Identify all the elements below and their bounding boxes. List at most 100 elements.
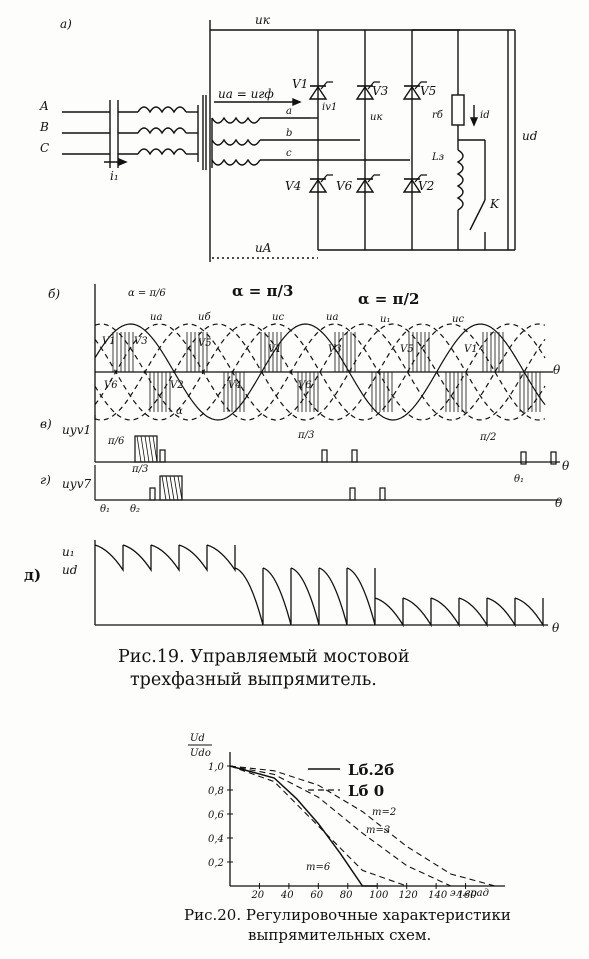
waveform-plot — [94, 284, 553, 421]
panel-a-tag: а) — [60, 17, 72, 31]
ud-label: ud — [62, 563, 78, 577]
thyristor-body — [355, 178, 375, 193]
x-axis-unit: эл.град — [450, 888, 489, 899]
input-current-label: i₁ — [110, 169, 119, 183]
characteristic-curve — [229, 765, 496, 887]
phase-label-b: B — [39, 120, 49, 134]
phase-label-3: uc — [272, 312, 284, 323]
pulse-block — [159, 475, 183, 501]
y-tick-label: 0,8 — [208, 786, 224, 797]
theta-d-label: θ — [552, 621, 560, 635]
panel-d-tag: д) — [24, 566, 41, 584]
thyristor-gate — [414, 174, 427, 183]
characteristic-curve — [229, 765, 378, 887]
x-tick-label: 160 — [458, 890, 478, 901]
phase-curve — [94, 323, 546, 421]
legend-dash-label: Lб 0 — [348, 782, 384, 800]
pulse-top-4: V1 — [268, 344, 282, 355]
pi2-label-v: π/2 — [479, 432, 496, 443]
thyristor-body — [402, 178, 422, 193]
thyristor-label-v3: V3 — [372, 84, 389, 98]
pulse-hatch — [161, 475, 167, 501]
thyristor-gate — [320, 81, 333, 90]
curve-label-m6: m=6 — [306, 862, 331, 873]
pulse-hatch — [152, 435, 158, 463]
pi6-label: π/6 — [107, 436, 125, 447]
thyristor-gate — [367, 174, 380, 183]
x-tick-label: 120 — [399, 890, 419, 901]
pulse-train-v — [94, 415, 560, 465]
u-k-label: uк — [255, 13, 271, 27]
x-tick-label: 100 — [369, 890, 389, 901]
gate-pulse — [159, 449, 166, 463]
switch-label: K — [489, 197, 500, 211]
gate-pulse — [550, 451, 557, 465]
legend-solid-label: Lб.2б — [348, 761, 394, 779]
phase-voltage-label: ua = uгф — [218, 87, 274, 101]
wire-c-label: c — [286, 148, 292, 159]
pi3-label-g: π/3 — [131, 464, 148, 475]
fig19-caption-line2: трехфазный выпрямитель. — [130, 670, 377, 690]
panel-b-tag: б) — [48, 287, 60, 301]
characteristic-curve — [229, 765, 407, 887]
theta1-label-v: θ₁ — [514, 474, 524, 485]
thyristor-body — [355, 85, 375, 100]
thyristor-label-v5: V5 — [420, 84, 436, 98]
fig19-caption-line1: Рис.19. Управляемый мостовой — [118, 647, 410, 667]
theta-v-label: θ — [562, 459, 570, 473]
gate-pulse — [351, 449, 358, 463]
wire-b-label: b — [286, 128, 292, 139]
thyristor-label-v4: V4 — [285, 179, 301, 193]
alpha-pi2-label: α = π/2 — [358, 290, 419, 308]
pulse-train-g — [94, 465, 560, 501]
thyristor-label-v2: V2 — [418, 179, 434, 193]
pulse-hatch — [169, 475, 175, 501]
fig20-caption-line2: выпрямительных схем. — [248, 926, 432, 944]
thyristor-gate — [367, 81, 380, 90]
u-A-label: uA — [255, 241, 272, 255]
curve-label-m2: m=2 — [372, 807, 396, 818]
pi3-label-v: π/3 — [297, 430, 314, 441]
pulse-hatch — [140, 435, 146, 463]
fig20-caption-line1: Рис.20. Регулировочные характеристики — [184, 906, 511, 924]
phase-label-c: C — [40, 141, 49, 155]
y-label-den: Udo — [190, 748, 211, 759]
pulse-top-2: V3 — [134, 336, 148, 347]
circuit-diagram — [62, 20, 516, 262]
pulse-bottom-3: V4 — [228, 380, 242, 391]
pulse-bottom-1: V6 — [104, 380, 118, 391]
y-tick-label: 0,2 — [208, 858, 224, 869]
thyristor-label-v1: V1 — [292, 77, 308, 91]
thyristor-current-label: iv1 — [322, 102, 337, 113]
alpha-mark: α — [176, 406, 183, 417]
u-k2-label: uк — [370, 112, 382, 123]
pulse-hatch — [148, 435, 154, 463]
pulse-top-5: V3 — [328, 344, 342, 355]
panel-g-tag: г) — [40, 473, 51, 487]
x-tick-label: 140 — [428, 890, 448, 901]
rectified-output-plot — [94, 540, 548, 628]
panel-v-tag: в) — [40, 417, 52, 431]
wire-a-label: a — [286, 106, 292, 117]
thyristor-gate — [320, 174, 333, 183]
y-tick-label: 0,4 — [208, 834, 224, 845]
thyristor-body — [308, 178, 328, 193]
pulse-hatch — [144, 435, 150, 463]
pulse-hatch — [177, 475, 183, 501]
x-tick-label: 40 — [280, 890, 294, 901]
phase-label-6: uc — [452, 314, 464, 325]
pulse-top-3: V5 — [198, 338, 212, 349]
pulse-top-6: V5 — [400, 344, 414, 355]
thyristor-body — [308, 85, 328, 100]
gate-pulse — [520, 451, 527, 465]
theta-b-label: θ — [553, 363, 561, 377]
phase-label-a: A — [39, 99, 49, 113]
alpha-pi6-label: α = π/6 — [128, 288, 166, 299]
pulse-hatch — [173, 475, 179, 501]
phase-label-2: uб — [198, 312, 211, 323]
phase-curve — [94, 323, 546, 421]
phase-curve — [94, 323, 546, 421]
pulse-block — [134, 435, 158, 463]
